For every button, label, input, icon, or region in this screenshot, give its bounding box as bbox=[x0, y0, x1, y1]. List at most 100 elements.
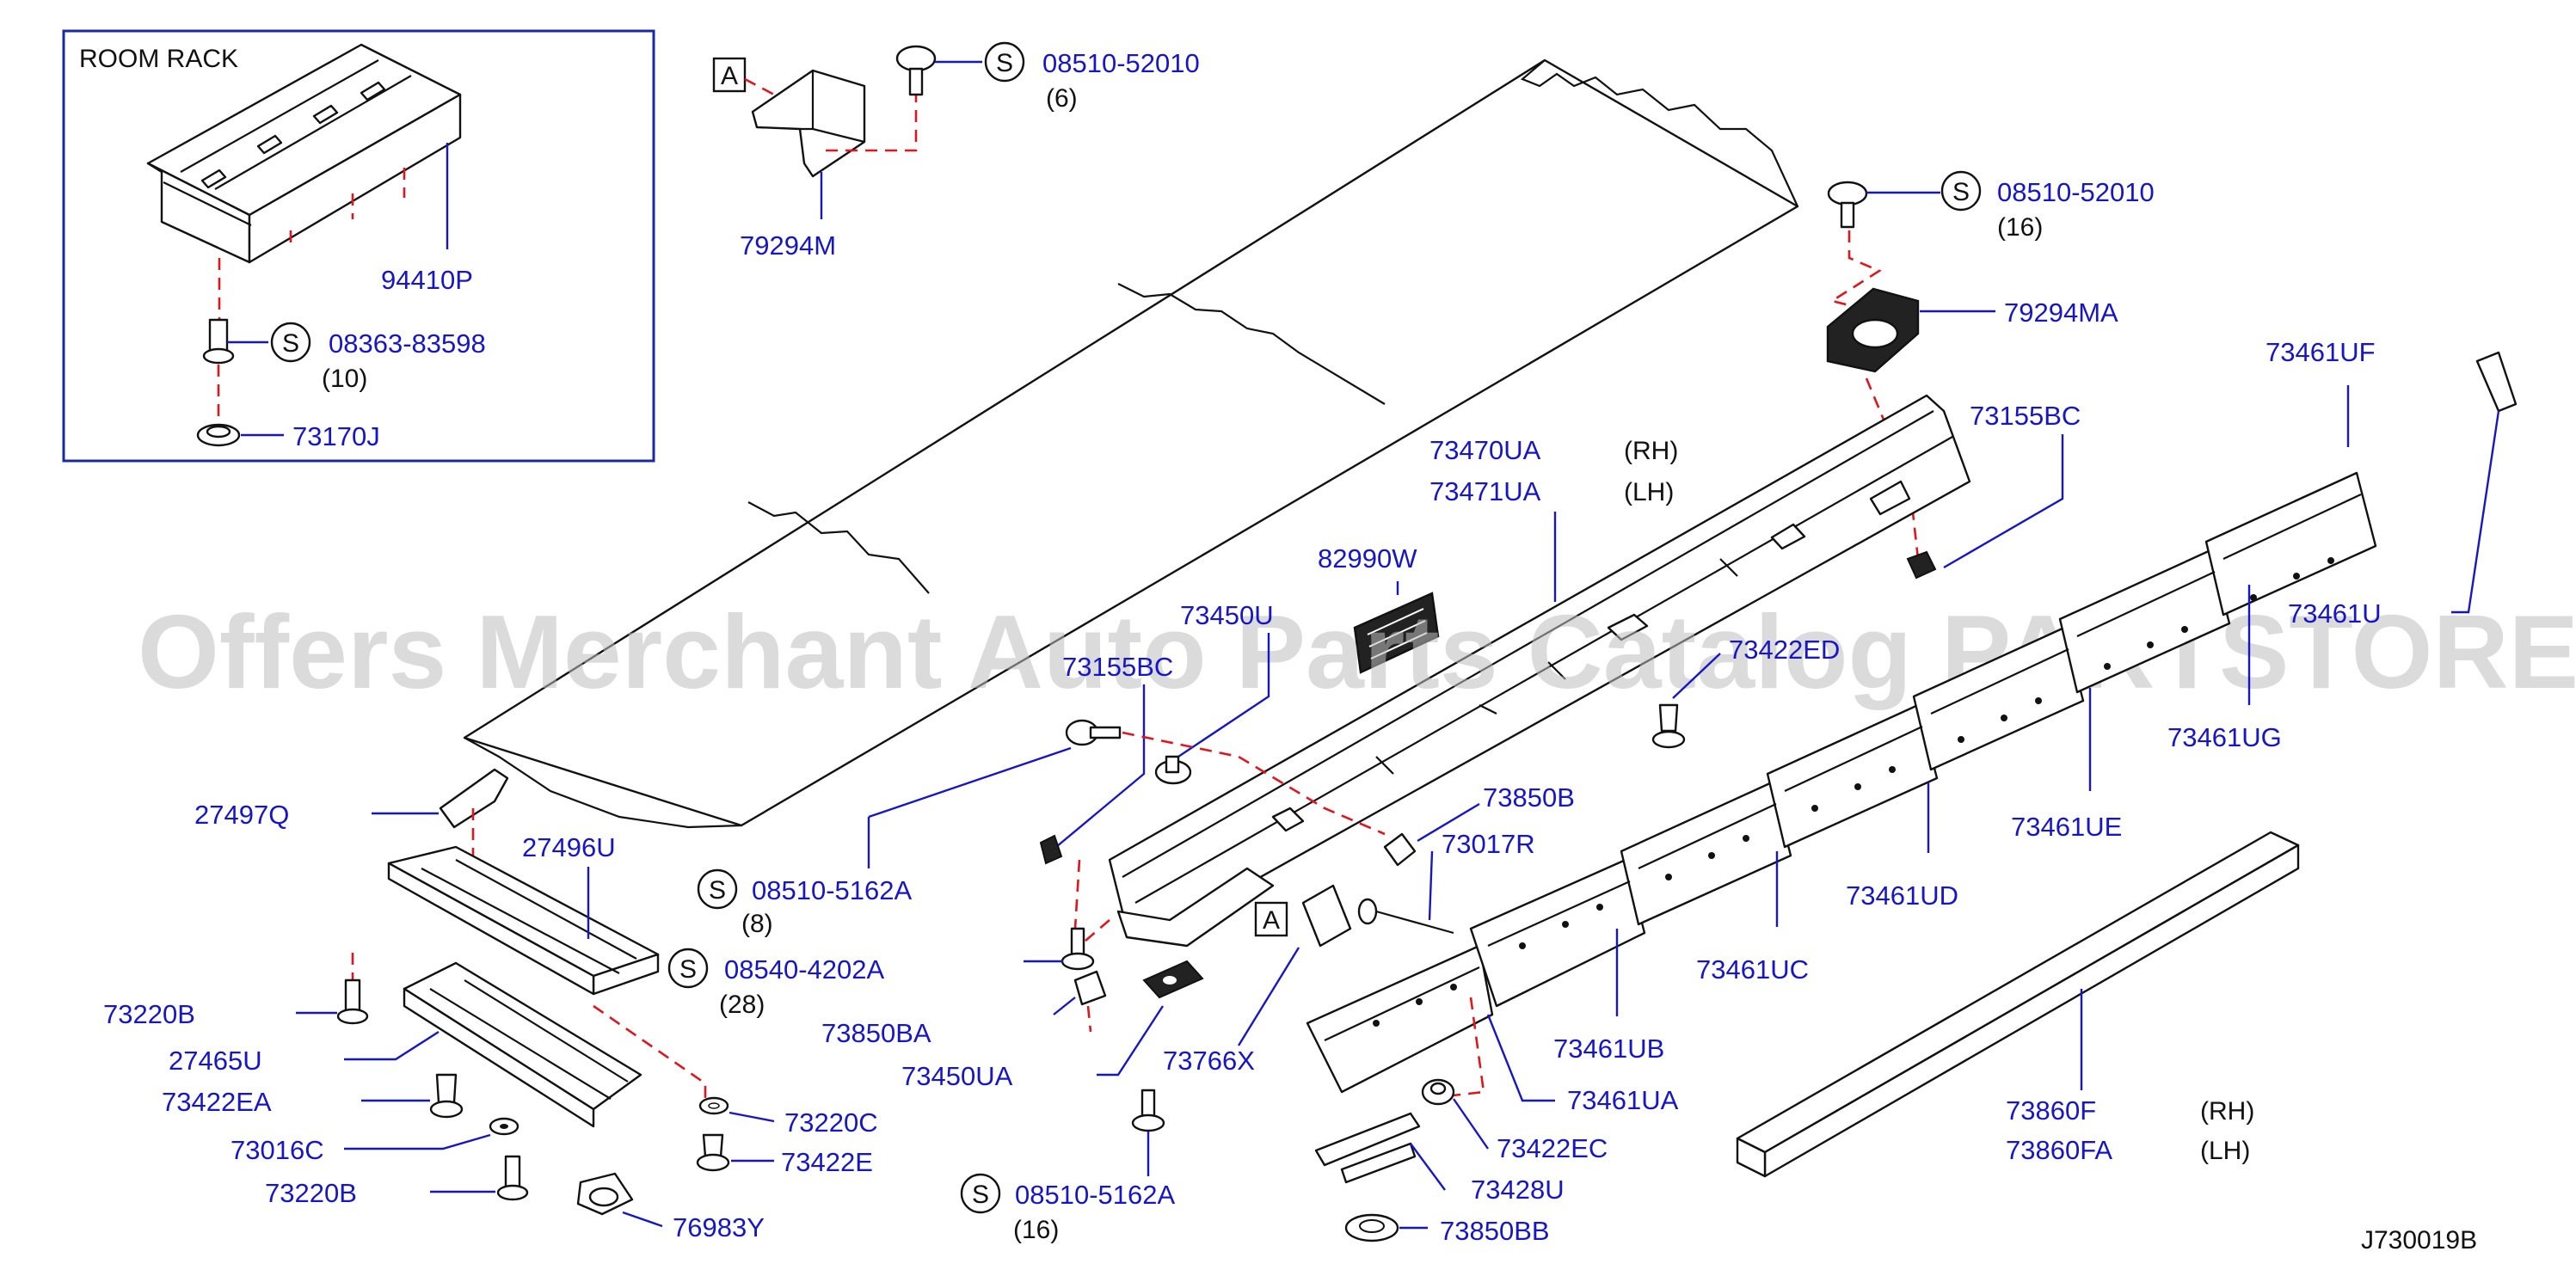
part-79294M: 79294M bbox=[740, 230, 836, 261]
side-rail-73470UA bbox=[1108, 394, 1971, 939]
panel-73461UB bbox=[1469, 858, 1646, 1008]
part-73422EA: 73422EA bbox=[162, 1087, 272, 1117]
part-73428U: 73428U bbox=[1471, 1175, 1565, 1205]
tray-27465U bbox=[403, 961, 642, 1128]
s-marker-5162A-b: S bbox=[960, 1173, 1001, 1214]
callout-a-bottom: A bbox=[1254, 901, 1288, 937]
qty-10: (10) bbox=[322, 365, 367, 393]
s-marker-08540: S bbox=[667, 948, 709, 989]
screw-08510-52010-right bbox=[1827, 181, 1868, 229]
diagram-id: J730019B bbox=[2361, 1226, 2477, 1255]
clip-73850BB bbox=[1344, 1213, 1399, 1242]
strip-73860F bbox=[1736, 831, 2300, 1178]
part-73470UA: 73470UA bbox=[1429, 435, 1541, 465]
part-73850B: 73850B bbox=[1483, 782, 1575, 813]
part-27496U: 27496U bbox=[522, 832, 616, 862]
part-73422EC: 73422EC bbox=[1497, 1133, 1608, 1163]
end-cap-73461U bbox=[2475, 351, 2518, 413]
lh-note-2: (LH) bbox=[2200, 1137, 2250, 1165]
s-marker-5162A-a: S bbox=[697, 868, 738, 910]
part-73155BC: 73155BC bbox=[1970, 401, 2081, 431]
qty-16-b: (16) bbox=[1013, 1216, 1059, 1244]
part-73860F: 73860F bbox=[2006, 1095, 2096, 1126]
part-27465U: 27465U bbox=[169, 1046, 262, 1076]
part-73461U: 73461U bbox=[2288, 598, 2382, 629]
svg-text:A: A bbox=[1263, 906, 1280, 935]
panel-73461UD bbox=[1766, 703, 1939, 849]
part-76983Y: 76983Y bbox=[673, 1212, 765, 1242]
clip-73850B bbox=[1383, 832, 1417, 867]
pin-73017R bbox=[1357, 898, 1454, 935]
part-08363-83598: 08363-83598 bbox=[329, 328, 486, 359]
room-rack-tray bbox=[146, 43, 462, 264]
roof-panel bbox=[463, 58, 1799, 829]
tray-27496U bbox=[387, 845, 660, 996]
part-73461UC: 73461UC bbox=[1696, 954, 1809, 985]
svg-text:S: S bbox=[972, 1181, 989, 1209]
part-73850BA: 73850BA bbox=[821, 1018, 931, 1048]
part-73766X: 73766X bbox=[1163, 1046, 1255, 1076]
rh-note-2: (RH) bbox=[2200, 1097, 2254, 1126]
part-08510-5162A-b: 08510-5162A bbox=[1015, 1180, 1175, 1210]
part-73422E: 73422E bbox=[781, 1147, 873, 1177]
bracket-73428U bbox=[1314, 1112, 1421, 1184]
svg-text:A: A bbox=[721, 62, 738, 90]
clip-73450U bbox=[1154, 755, 1192, 785]
rh-note-1: (RH) bbox=[1624, 437, 1678, 465]
grommet-73422ED bbox=[1651, 703, 1686, 749]
svg-text:S: S bbox=[709, 876, 726, 905]
panel-73461UC bbox=[1620, 781, 1792, 926]
bolt-08363-83598 bbox=[202, 318, 235, 365]
svg-text:S: S bbox=[282, 329, 299, 358]
part-73016C: 73016C bbox=[231, 1135, 324, 1165]
part-73461UE: 73461UE bbox=[2011, 812, 2122, 842]
part-73850BB: 73850BB bbox=[1440, 1216, 1550, 1246]
part-73461UF: 73461UF bbox=[2266, 337, 2376, 367]
lh-note-1: (LH) bbox=[1624, 478, 1674, 506]
panel-73461UA bbox=[1306, 944, 1494, 1094]
rail-end-73450UA bbox=[1116, 867, 1275, 948]
grille-82990W bbox=[1353, 592, 1440, 674]
screw-08510-5162A-bottom bbox=[1131, 1089, 1165, 1132]
side-panel-segments bbox=[1306, 471, 2377, 1094]
part-08510-52010-b: 08510-52010 bbox=[1997, 177, 2155, 207]
washer-73016C bbox=[489, 1117, 520, 1136]
part-73220B-a: 73220B bbox=[103, 999, 195, 1029]
bracket-73450UA bbox=[1142, 960, 1204, 999]
s-marker-08363: S bbox=[270, 322, 311, 363]
inset-frame bbox=[62, 29, 655, 463]
clip-76983Y bbox=[576, 1172, 634, 1216]
part-27497Q: 27497Q bbox=[194, 800, 289, 830]
screw-08510-5162A-left bbox=[1061, 927, 1095, 971]
part-73461UD: 73461UD bbox=[1846, 880, 1958, 911]
part-08540-4202A: 08540-4202A bbox=[724, 954, 884, 985]
part-08510-5162A-a: 08510-5162A bbox=[752, 875, 912, 905]
part-73461UB: 73461UB bbox=[1553, 1034, 1664, 1064]
part-73220C: 73220C bbox=[784, 1107, 878, 1138]
bolt-73220B-a bbox=[336, 978, 369, 1025]
part-94410P: 94410P bbox=[381, 265, 473, 295]
grommet-73422EC bbox=[1421, 1078, 1455, 1106]
s-marker-top: S bbox=[984, 41, 1025, 83]
cover-73766X bbox=[1301, 884, 1352, 948]
part-73155BC-b: 73155BC bbox=[1062, 652, 1173, 682]
svg-text:S: S bbox=[679, 955, 697, 984]
part-73450U: 73450U bbox=[1180, 600, 1274, 630]
part-73461UA: 73461UA bbox=[1567, 1085, 1679, 1115]
part-79294MA: 79294MA bbox=[2004, 298, 2118, 328]
clip-73155BC-right bbox=[1906, 550, 1937, 580]
grommet-73422E bbox=[696, 1133, 730, 1172]
screw-08510-52010-top bbox=[895, 45, 937, 96]
part-73860FA: 73860FA bbox=[2006, 1135, 2112, 1165]
grommet-73422EA bbox=[429, 1073, 464, 1119]
qty-8: (8) bbox=[741, 910, 773, 938]
inset-title: ROOM RACK bbox=[79, 45, 238, 73]
bracket-27497Q bbox=[439, 768, 509, 829]
part-73422ED: 73422ED bbox=[1729, 635, 1840, 665]
bolt-73220B-b bbox=[496, 1155, 529, 1201]
bracket-79294M bbox=[751, 69, 866, 178]
clip-73850BA bbox=[1073, 970, 1107, 1006]
washer-73220C bbox=[698, 1096, 729, 1115]
svg-text:S: S bbox=[1952, 178, 1970, 206]
